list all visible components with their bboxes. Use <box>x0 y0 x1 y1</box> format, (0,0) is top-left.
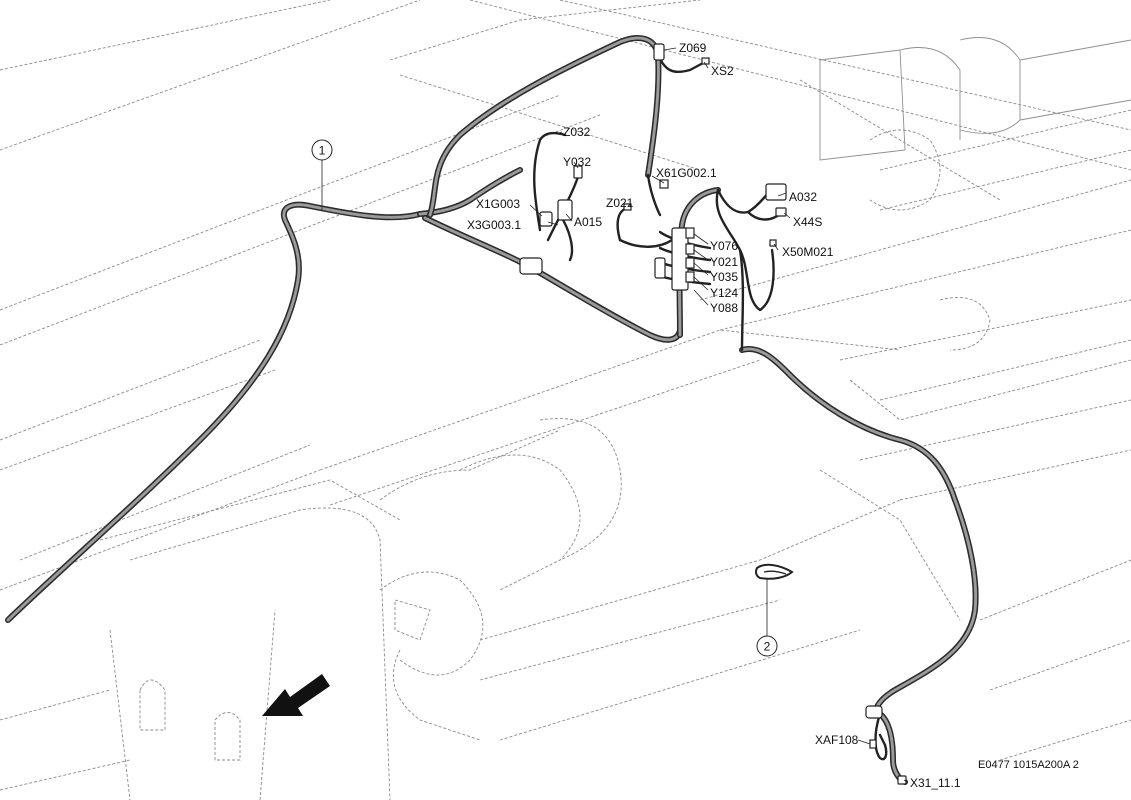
components <box>519 43 907 785</box>
callout-1: 1 <box>311 139 333 161</box>
document-reference: E0477 1015A200A 2 <box>978 759 1079 771</box>
connector-xaf108 <box>869 739 877 749</box>
callout-1-text: 1 <box>319 144 326 158</box>
connector-y124 <box>685 271 695 283</box>
label-y124: Y124 <box>710 286 738 300</box>
connector-xs2 <box>701 57 710 65</box>
label-z032: Z032 <box>563 125 591 139</box>
connector-y076 <box>685 227 695 239</box>
leader-lines <box>321 47 909 783</box>
label-a015: A015 <box>574 215 602 229</box>
connector-x1g003 <box>539 211 553 227</box>
connector-x50m021 <box>769 239 777 247</box>
harness-clamp <box>519 257 543 275</box>
label-y021: Y021 <box>710 255 738 269</box>
harness-clip-bottom <box>865 705 883 719</box>
label-xs2: XS2 <box>711 64 734 78</box>
label-xaf108: XAF108 <box>815 733 859 747</box>
connector-x61g002 <box>659 179 669 189</box>
label-y088: Y088 <box>710 301 738 315</box>
callout-2-text: 2 <box>764 640 771 654</box>
label-y035: Y035 <box>710 270 738 284</box>
label-y076: Y076 <box>710 239 738 253</box>
cable-clip-icon <box>755 563 794 580</box>
label-x61g002: X61G002.1 <box>656 166 717 180</box>
connector-z021 <box>623 203 632 211</box>
label-a032: A032 <box>789 190 817 204</box>
connector-y032 <box>573 165 583 179</box>
label-x50m021: X50M021 <box>782 245 834 259</box>
connector-labels: Z069 XS2 Z032 Y032 X61G002.1 A032 X44S Z… <box>467 41 961 790</box>
connector-a032 <box>765 183 787 201</box>
module-a015 <box>557 199 573 221</box>
label-x44s: X44S <box>793 215 822 229</box>
label-x31: X31_11.1 <box>910 776 961 790</box>
label-y032: Y032 <box>563 155 591 169</box>
valve-bracket <box>654 257 666 279</box>
label-x1g003: X1G003 <box>476 197 520 211</box>
connector-x31 <box>897 775 907 785</box>
connector-y035 <box>685 257 695 269</box>
connector-y021 <box>685 243 695 255</box>
label-x3g003: X3G003.1 <box>467 218 521 232</box>
connector-x44s <box>775 207 787 217</box>
label-z021: Z021 <box>606 196 634 210</box>
direction-arrow-icon <box>262 674 330 716</box>
callout-2: 2 <box>756 635 778 657</box>
label-z069: Z069 <box>679 41 707 55</box>
connector-z069 <box>653 43 665 61</box>
